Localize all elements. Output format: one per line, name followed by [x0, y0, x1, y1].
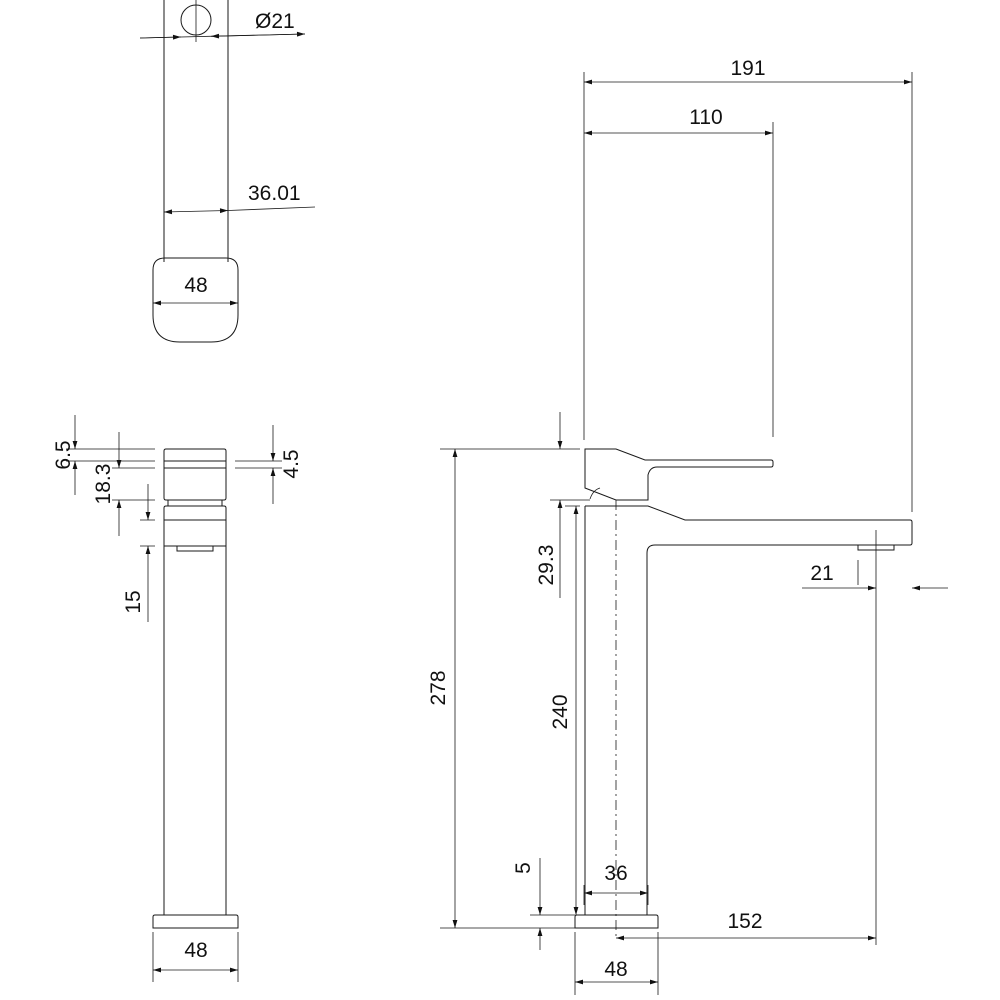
dim-18-3: 18.3: [92, 464, 115, 505]
base-outline: [152, 257, 239, 343]
dim-4-5: 4.5: [280, 449, 303, 478]
dim-base-thickness: 5: [512, 862, 535, 874]
dim-base-width-front: 48: [604, 958, 627, 981]
dim-total-height: 278: [427, 670, 450, 705]
dim-6-5: 6.5: [52, 440, 75, 469]
dim-hole-dia: Ø21: [255, 10, 295, 33]
lever-outline: [584, 448, 774, 501]
dim-overall-length: 191: [730, 57, 765, 80]
dim-base-width-top: 48: [184, 274, 207, 297]
top-view: Ø21 36.01 48: [139, 0, 316, 343]
dim-neck-width: 36.01: [248, 182, 301, 205]
dim-spout-height: 240: [549, 694, 572, 729]
spout-outline: [585, 505, 913, 915]
dim-reach: 152: [727, 910, 762, 933]
dim-lever-height: 29.3: [535, 545, 558, 586]
dim-15: 15: [122, 590, 145, 613]
dim-column-width: 36: [604, 862, 627, 885]
dim-lever-length: 110: [689, 106, 722, 129]
front-view: 191 110 29.3 278 240 5 36 21 152 48: [427, 57, 948, 995]
dim-base-width-side: 48: [184, 939, 207, 962]
side-view: 6.5 18.3 15 4.5 48: [52, 415, 303, 982]
dim-outlet-dia: 21: [810, 562, 833, 585]
